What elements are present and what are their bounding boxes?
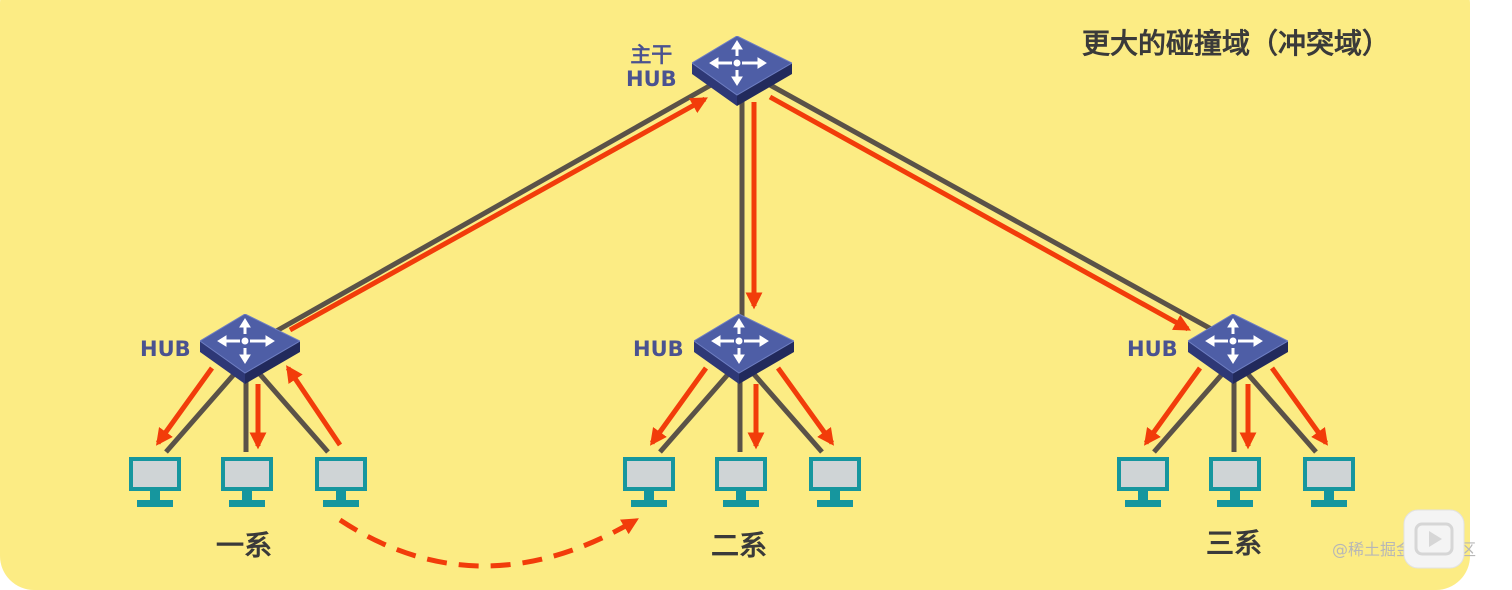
hub-1-label: HUB <box>140 337 191 361</box>
arrow-dashed-pc-to-pc <box>338 517 639 569</box>
trunk-hub-icon <box>692 36 792 106</box>
arrow-hub-1-to-pc-1 <box>155 366 215 446</box>
group-label-2: 二系 <box>711 529 768 562</box>
cable-trunk-to-hub-3 <box>768 82 1224 338</box>
cable-hub-2-pc-1 <box>658 370 732 454</box>
arrow-trunk-to-hub-3 <box>768 94 1191 332</box>
arrow-hub-3-to-pc-1 <box>1143 366 1203 446</box>
pc-3-3-icon <box>1303 457 1355 507</box>
pc-2-2-icon <box>715 457 767 507</box>
pc-1-3-icon <box>315 457 367 507</box>
pc-1-1-icon <box>129 457 181 507</box>
arrow-hub-2-to-pc-1 <box>649 366 709 446</box>
pc-arrows <box>155 365 1329 450</box>
hub-2-label: HUB <box>633 337 684 361</box>
play-badge-icon <box>1403 509 1465 569</box>
cable-hub-1-pc-3 <box>256 370 330 454</box>
cable-hub-3-pc-1 <box>1152 370 1226 454</box>
group-label-3: 三系 <box>1206 527 1263 560</box>
pc-2-3-icon <box>809 457 861 507</box>
pc-cables <box>164 370 1318 454</box>
backbone-arrows <box>288 94 1191 333</box>
arrow-pc-3-to-hub-1 <box>285 365 343 447</box>
pc-1-2-icon <box>221 457 273 507</box>
trunk-hub-label: 主干 HUB <box>626 43 677 91</box>
hub-3-label: HUB <box>1127 337 1178 361</box>
arrow-hub-2-to-pc-3 <box>775 366 835 446</box>
pc-3-2-icon <box>1209 457 1261 507</box>
pc-3-1-icon <box>1117 457 1169 507</box>
cable-trunk-to-hub-1 <box>262 82 713 341</box>
cable-hub-3-pc-3 <box>1244 370 1318 454</box>
trunk-hub-label-line1: 主干 <box>630 43 673 67</box>
arrow-hub-1-to-trunk <box>288 96 708 333</box>
cable-hub-1-pc-1 <box>164 370 238 454</box>
trunk-hub-label-line2: HUB <box>626 66 677 91</box>
diagram-title: 更大的碰撞域（冲突域） <box>1081 27 1390 60</box>
arrow-hub-3-to-pc-3 <box>1269 366 1329 446</box>
group-label-1: 一系 <box>216 529 273 562</box>
backbone-cables <box>262 82 1224 341</box>
pc-2-1-icon <box>623 457 675 507</box>
network-diagram <box>129 36 1355 569</box>
cable-hub-2-pc-3 <box>750 370 824 454</box>
